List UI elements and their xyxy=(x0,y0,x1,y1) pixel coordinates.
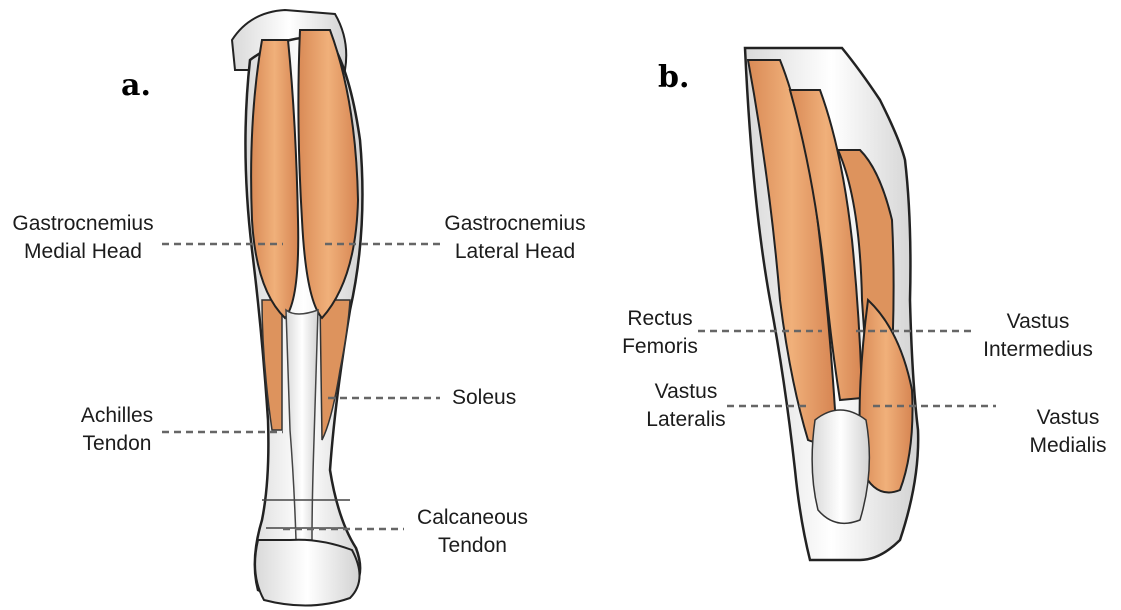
thigh-illustration xyxy=(745,48,918,560)
lower-leg-illustration xyxy=(232,10,362,606)
soleus-muscle xyxy=(262,300,282,430)
panel-label-a: a. xyxy=(121,68,151,103)
heel xyxy=(255,540,359,606)
label-soleus: Soleus xyxy=(452,384,516,412)
knee xyxy=(812,410,869,523)
panel-label-b: b. xyxy=(658,60,689,95)
